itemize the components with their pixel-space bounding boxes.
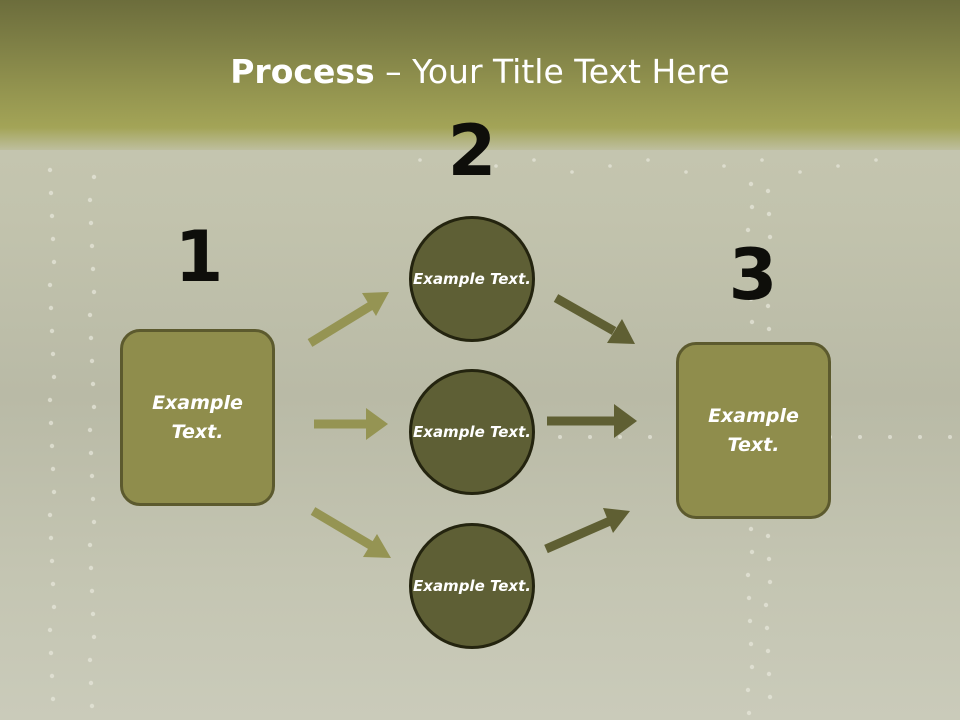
arrow-left-down	[310, 507, 391, 558]
circle-top-label: Example Text.	[413, 269, 531, 288]
slide-title: Process – Your Title Text Here	[0, 52, 960, 91]
right-box-label: Example Text.	[708, 405, 799, 456]
header-band	[0, 0, 960, 150]
step-number-1: 1	[174, 216, 224, 298]
circle-middle: Example Text.	[409, 369, 535, 495]
circle-bottom: Example Text.	[409, 523, 535, 649]
step-number-3: 3	[728, 234, 778, 316]
circle-bottom-label: Example Text.	[413, 576, 531, 595]
arrow-right-middle	[547, 404, 637, 438]
step-number-2: 2	[447, 110, 497, 192]
circle-top: Example Text.	[409, 216, 535, 342]
title-rest: – Your Title Text Here	[374, 52, 730, 91]
title-bold: Process	[230, 52, 375, 91]
arrow-right-up	[544, 508, 630, 554]
arrow-left-middle	[314, 408, 388, 440]
right-box: Example Text.	[676, 342, 831, 519]
circle-middle-label: Example Text.	[413, 422, 531, 441]
left-box: Example Text.	[120, 329, 275, 506]
left-box-label: Example Text.	[152, 392, 243, 443]
arrow-left-up	[307, 292, 389, 347]
arrow-right-down	[553, 294, 635, 344]
